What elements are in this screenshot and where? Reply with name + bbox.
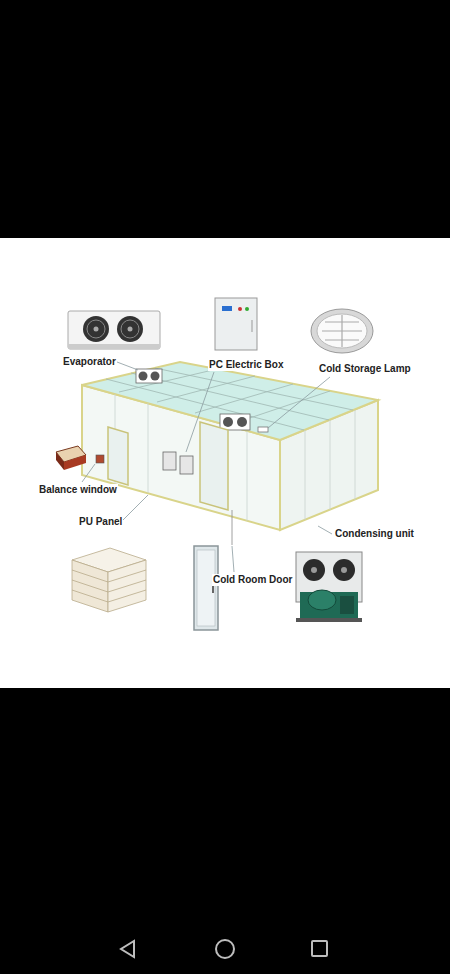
part-label: PU Panel xyxy=(78,516,123,528)
part-label: Cold Room Door xyxy=(212,574,293,586)
part-label: Cold Storage Lamp xyxy=(318,363,412,375)
part-label: PC Electric Box xyxy=(208,359,284,371)
part-label: Condensing unit xyxy=(334,528,415,540)
part-label: Evaporator xyxy=(62,356,117,368)
part-label: Balance window xyxy=(38,484,118,496)
